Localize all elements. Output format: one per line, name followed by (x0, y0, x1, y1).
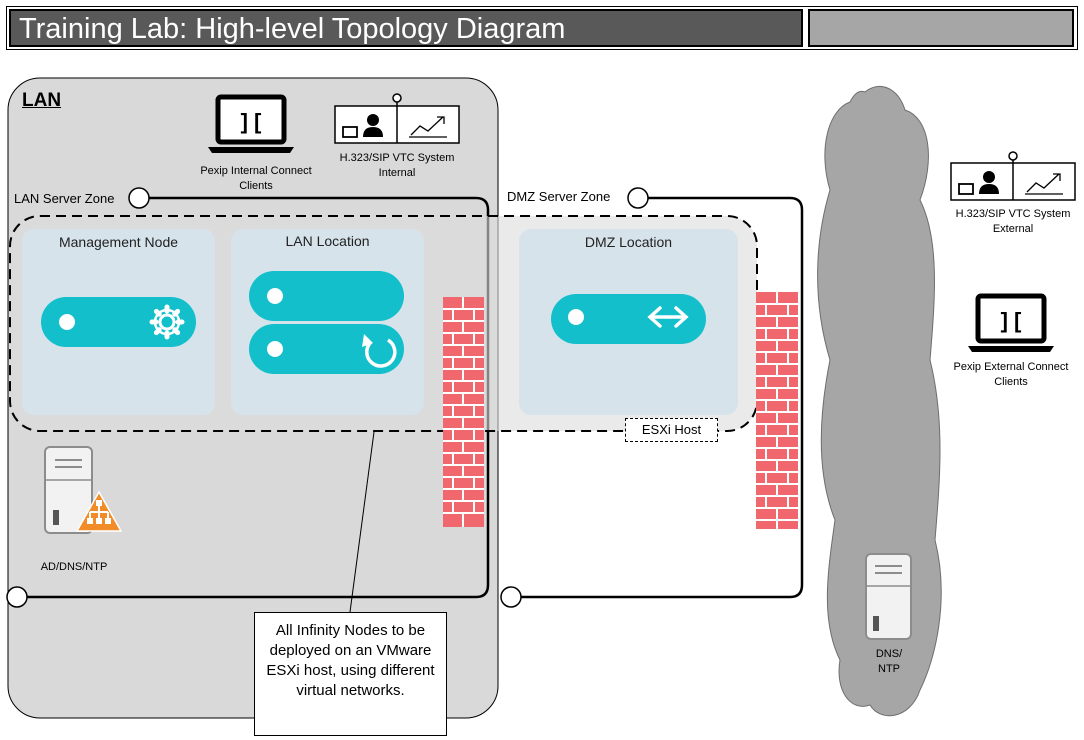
lan-location-zone (231, 229, 424, 415)
gear-icon (149, 304, 185, 340)
management-node-label: Management Node (58, 234, 179, 250)
lan-server-zone-label: LAN Server Zone (14, 191, 115, 206)
dns-server-label: DNS/ NTP (875, 648, 903, 675)
server-icon (44, 446, 93, 534)
dmz-conferencing-node[interactable] (551, 294, 706, 344)
svg-text:] [: ] [ (241, 109, 262, 134)
internal-clients-label: Pexip Internal Connect Clients (200, 165, 312, 192)
lan-conferencing-node-2[interactable] (249, 324, 404, 374)
laptop-external-icon: ] [ (968, 293, 1054, 352)
svg-text:] [: ] [ (1001, 308, 1022, 333)
ad-server-label: AD/DNS/NTP (40, 561, 108, 573)
dmz-zone-connector-top (627, 187, 649, 209)
title-side-box (808, 9, 1074, 47)
laptop-icon: ] [ (208, 94, 294, 153)
lan-zone-connector-bottom (6, 586, 28, 608)
title-frame (6, 6, 1078, 50)
management-node[interactable] (41, 297, 196, 347)
vtc-system-icon (334, 93, 460, 144)
lan-location-label: LAN Location (285, 233, 370, 249)
internal-vtc-label: H.323/SIP VTC System Internal (339, 152, 455, 179)
dns-server-icon (865, 553, 912, 640)
note-leader-line (349, 431, 375, 613)
esxi-host-label: ESXi Host (625, 418, 718, 442)
lan-zone-connector-top (128, 187, 150, 209)
dmz-server-zone-label: DMZ Server Zone (507, 189, 611, 204)
external-clients-label: Pexip External Connect Clients (953, 361, 1069, 388)
external-vtc-label: H.323/SIP VTC System External (955, 208, 1071, 235)
vtc-system-external-icon (950, 151, 1076, 201)
double-arrow-icon (647, 306, 689, 328)
lan-conferencing-node-1[interactable] (249, 271, 404, 321)
firewall-lan-dmz-icon (443, 297, 484, 527)
network-warning-icon (75, 490, 123, 532)
dmz-server-zone-line (511, 196, 804, 599)
lan-title: LAN (22, 90, 62, 111)
refresh-icon (362, 334, 397, 368)
page-title: Training Lab: High-level Topology Diagra… (9, 9, 803, 47)
deployment-note: All Infinity Nodes to be deployed on an … (254, 612, 447, 736)
dmz-location-label: DMZ Location (584, 234, 673, 250)
dmz-zone-connector-bottom (500, 586, 522, 608)
firewall-dmz-external-icon (756, 292, 798, 529)
